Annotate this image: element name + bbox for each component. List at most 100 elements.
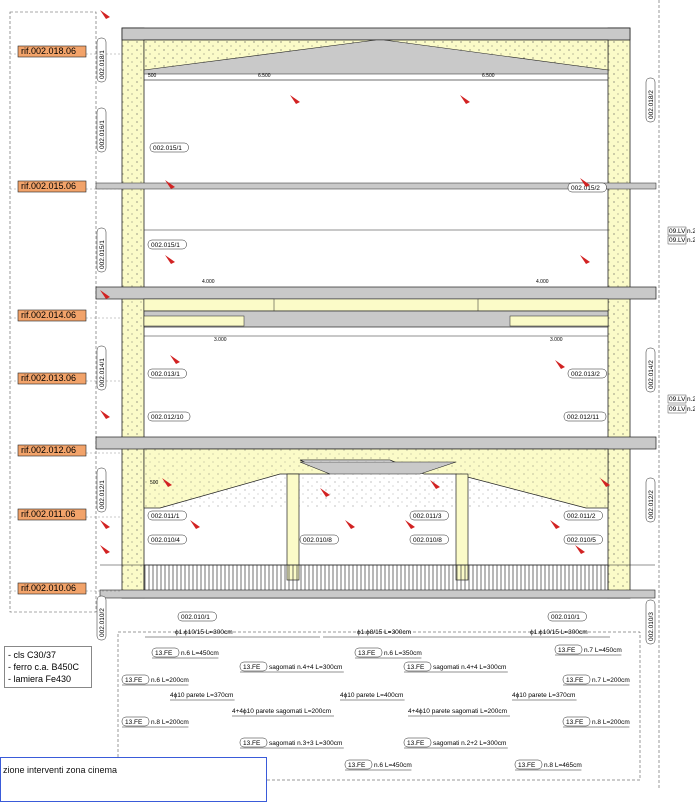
fe-code: 13.FE <box>566 719 584 726</box>
element-tag: 002.010/8 <box>303 537 332 544</box>
wall-tag-text: 002.018/2 <box>648 90 655 119</box>
top-rebar-label: ϕ1.ϕ8/15 L=300cm <box>357 629 411 636</box>
section-arrow <box>290 95 300 104</box>
fe-code: 13.FE <box>518 762 536 769</box>
level-ref-label: rif.002.014.06 <box>21 310 76 320</box>
fe-code-box <box>121 716 150 727</box>
schedule-text: n.6 L=450cm <box>181 650 219 657</box>
section-arrow <box>100 545 110 554</box>
element-tag: 002.015/1 <box>153 145 182 152</box>
schedule-text: n.7 L=450cm <box>584 647 622 654</box>
roof-slab-top <box>121 27 631 41</box>
level-015-beam <box>95 182 657 190</box>
element-tag-box <box>547 611 587 622</box>
schedule-text: n.7 L=200cm <box>592 677 630 684</box>
fe-code-box <box>562 674 591 685</box>
schedule-text: 4ϕ10 parete L=400cm <box>340 692 403 699</box>
section-arrow <box>100 10 110 19</box>
legend-item: - cls C30/37 <box>8 650 57 660</box>
section-arrow <box>170 355 180 364</box>
schedule-text: n.6 L=450cm <box>374 762 412 769</box>
right-label-suffix: n.2 <box>687 406 695 413</box>
fe-code: 13.FE <box>348 762 366 769</box>
dimension-label: 6.500 <box>258 73 271 79</box>
element-tag: 002.010/5 <box>567 537 596 544</box>
element-tag: 002.013/1 <box>151 371 180 378</box>
fe-code: 13.FE <box>407 740 425 747</box>
rebar-schedule: 13.FE n.6 L=450cm 13.FE n.6 L=350cm 13.FE n.7… <box>121 644 630 771</box>
wall-tag-text: 002.012/2 <box>648 490 655 519</box>
right-label: 09.LV <box>669 406 686 413</box>
rebar-schedule-frame <box>117 631 641 781</box>
schedule-text: sagomati n.2+2 L=300cm <box>433 740 506 747</box>
right-label: 09.LV <box>669 396 686 403</box>
fe-code-box <box>121 674 150 685</box>
element-tag: 002.010/1 <box>551 614 580 621</box>
slab-012 <box>95 436 657 450</box>
right-label: 09.LV <box>669 237 686 244</box>
wall-tag-left: 002.018/1 <box>96 37 107 83</box>
section-arrows <box>100 10 610 554</box>
fe-code-box <box>403 737 432 748</box>
level-ref-label: rif.002.013.06 <box>21 373 76 383</box>
schedule-text: n.8 L=200cm <box>151 719 189 726</box>
level-ref-label: rif.002.018.06 <box>21 46 76 56</box>
section-arrow <box>600 478 610 487</box>
right-label-box <box>667 404 687 414</box>
element-tag-box <box>147 411 191 422</box>
level-ref-label: rif.002.012.06 <box>21 445 76 455</box>
element-tag: 002.010/8 <box>413 537 442 544</box>
section-arrow <box>345 520 355 529</box>
fe-code-box <box>562 716 591 727</box>
column-right <box>455 473 469 581</box>
dimension-label: 3.000 <box>214 337 227 343</box>
wall-tag-right: 002.010/3 <box>645 599 656 645</box>
element-tag: 002.011/1 <box>151 513 180 520</box>
fe-code: 13.FE <box>558 647 576 654</box>
section-arrow <box>165 255 175 264</box>
element-tag-box <box>177 611 217 622</box>
element-tag: 002.015/2 <box>571 185 600 192</box>
level-ref-label: rif.002.011.06 <box>21 509 75 519</box>
section-arrow <box>405 520 415 529</box>
wall-tag-left: 002.014/1 <box>96 345 107 391</box>
section-arrow <box>320 488 330 497</box>
element-tag: 002.012/11 <box>567 414 599 421</box>
element-tag-box <box>147 510 187 521</box>
level-ref-box <box>17 444 87 457</box>
level-ref-label: rif.002.015.06 <box>21 181 76 191</box>
fe-code-box <box>554 644 583 655</box>
fe-code: 13.FE <box>243 740 261 747</box>
schedule-text: n.6 L=350cm <box>384 650 422 657</box>
dimension-label: 4.000 <box>202 279 215 285</box>
level-ref-box <box>17 180 87 193</box>
element-tag: 002.013/2 <box>571 371 600 378</box>
dimension-label: 500 <box>150 480 159 486</box>
right-label-suffix: n.2 <box>687 396 695 403</box>
wall-tag-text: 002.016/1 <box>99 120 106 149</box>
element-tag-box <box>567 182 607 193</box>
level-ref-box <box>17 45 87 58</box>
dimension-label: 4.000 <box>536 279 549 285</box>
section-arrow <box>555 360 565 369</box>
element-tag: 002.015/1 <box>151 242 180 249</box>
fe-code-box <box>514 759 543 770</box>
column-left <box>286 473 300 581</box>
element-tag: 002.011/2 <box>567 513 596 520</box>
wall-tag-left: 002.015/1 <box>96 227 107 273</box>
element-tag-box <box>563 411 607 422</box>
dimension-label: 3.000 <box>550 337 563 343</box>
element-tag: 002.010/4 <box>151 537 180 544</box>
wall-tag-text: 002.018/1 <box>99 50 106 79</box>
fe-code-box <box>239 661 268 672</box>
outer-frame-left <box>9 11 97 613</box>
dimension-label: 6.500 <box>482 73 495 79</box>
section-arrow <box>165 180 175 189</box>
fe-code-box <box>344 759 373 770</box>
title-text: zione interventi zona cinema <box>3 765 118 775</box>
wall-tag-text: 002.015/1 <box>99 240 106 269</box>
wall-tag-text: 002.014/1 <box>99 358 106 387</box>
title-block: zione interventi zona cinema <box>0 757 267 802</box>
